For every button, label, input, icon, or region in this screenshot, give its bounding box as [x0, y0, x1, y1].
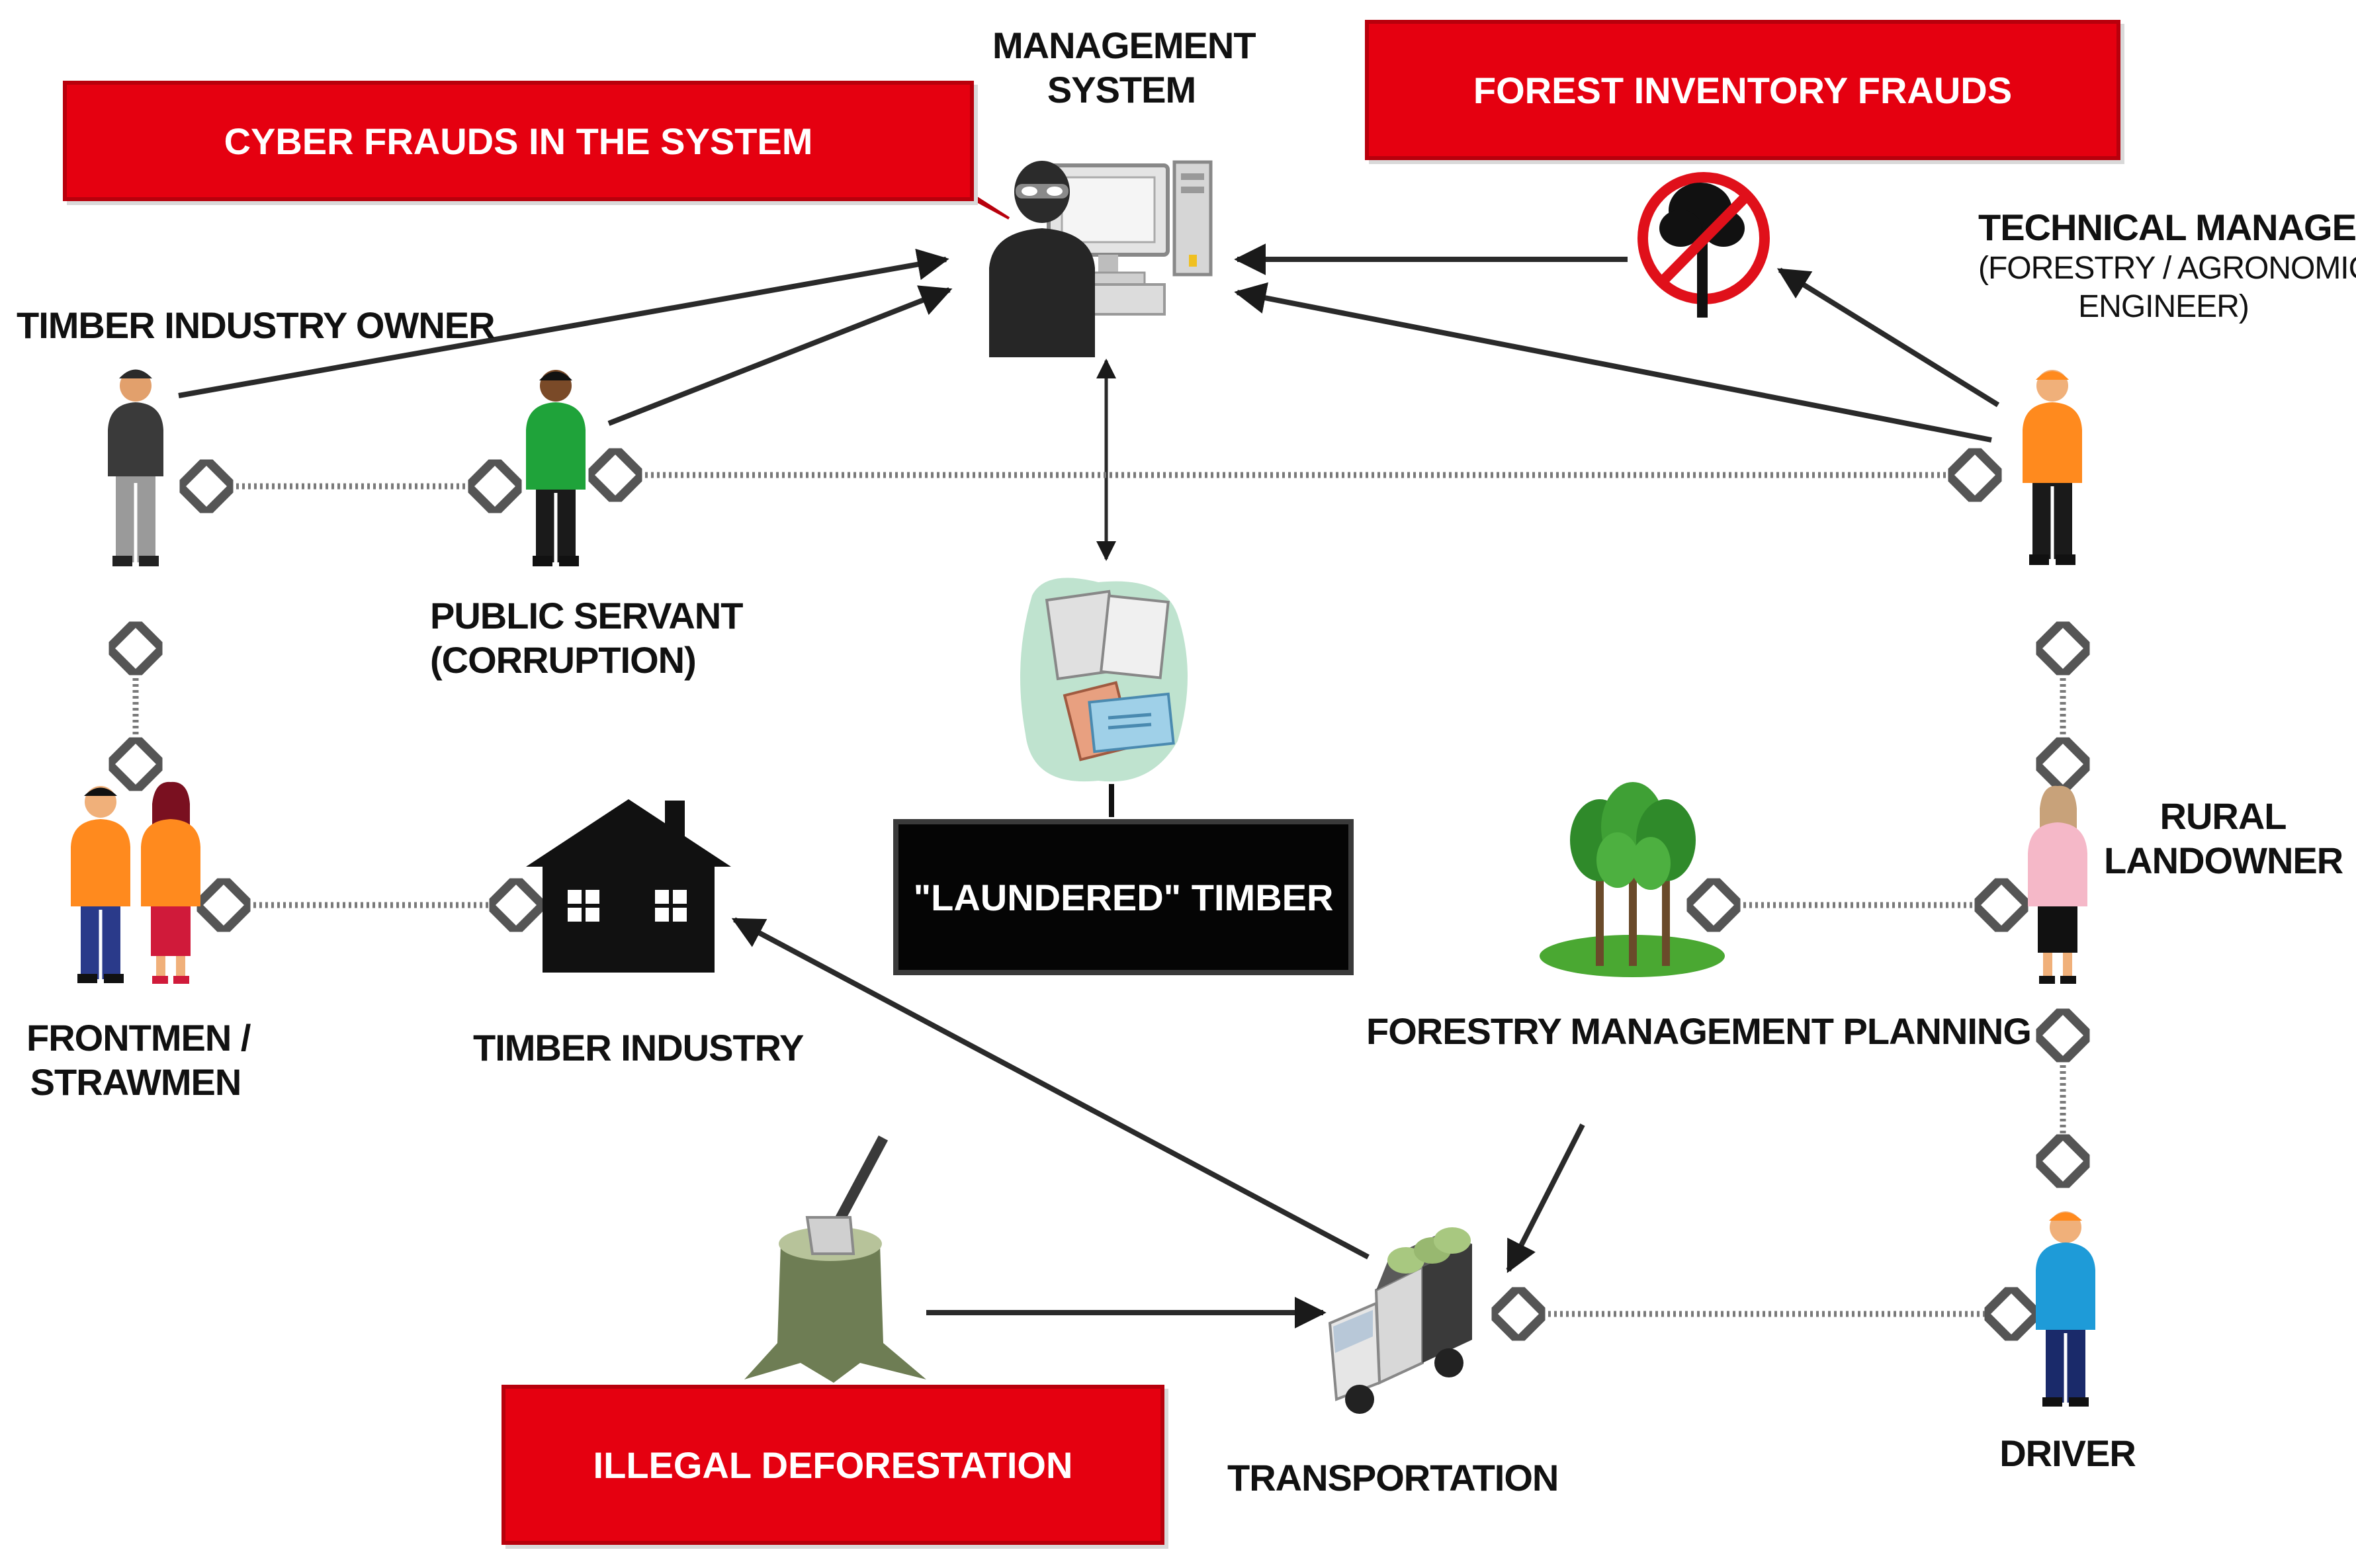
arrow-transport-to-industry: [731, 917, 1370, 1260]
driver-label: DRIVER: [1999, 1432, 2136, 1474]
arrow-tech-to-inventory: [1776, 267, 2000, 408]
technical-manager-label: TECHNICAL MANAGER (FORESTRY / AGRONOMIC …: [1978, 206, 2356, 324]
rural-landowner-label: RURAL LANDOWNER: [2104, 795, 2343, 882]
person-icon: [2028, 785, 2087, 984]
person-icon: [71, 786, 130, 983]
hacker-computer-icon: [989, 160, 1213, 357]
person-icon: [2023, 370, 2082, 565]
house-icon: [526, 799, 731, 973]
cyber-frauds-callout: CYBER FRAUDS IN THE SYSTEM: [63, 81, 974, 201]
transportation-label: TRANSPORTATION: [1227, 1457, 1559, 1499]
timber-industry-label: TIMBER INDUSTRY: [473, 1027, 804, 1068]
cyber-frauds-text: CYBER FRAUDS IN THE SYSTEM: [224, 120, 813, 162]
timber-industry-owner-label: TIMBER INDUSTRY OWNER: [17, 304, 496, 346]
laundered-timber-box: "LAUNDERED" TIMBER: [893, 819, 1354, 975]
person-icon: [141, 781, 200, 984]
dotted-links: [136, 475, 2063, 1314]
forest-inventory-frauds-callout: FOREST INVENTORY FRAUDS: [1365, 20, 2120, 160]
laundered-timber-text: "LAUNDERED" TIMBER: [913, 876, 1334, 918]
forest-inventory-frauds-text: FOREST INVENTORY FRAUDS: [1473, 69, 2013, 111]
illegal-deforestation-text: ILLEGAL DEFORESTATION: [593, 1444, 1073, 1486]
connectors: [178, 243, 2000, 1328]
arrow-planning-to-transport: [1506, 1123, 1585, 1274]
management-system-label: MANAGEMENT SYSTEM: [992, 24, 1256, 111]
arrow-tech-to-system: [1234, 282, 1992, 443]
illegal-deforestation-callout: ILLEGAL DEFORESTATION: [502, 1385, 1164, 1545]
forestry-management-planning-label: FORESTRY MANAGEMENT PLANNING: [1366, 1010, 2032, 1052]
person-icon: [526, 370, 586, 566]
stump-axe-icon: [744, 1135, 926, 1383]
trees-icon: [1540, 782, 1725, 977]
arrow-owner-to-system: [178, 248, 949, 398]
documents-icon: [1020, 578, 1188, 817]
public-servant-label: PUBLIC SERVANT (CORRUPTION): [430, 595, 743, 681]
no-tree-icon: [1637, 172, 1770, 318]
person-icon: [108, 369, 163, 566]
frontmen-strawmen-label: FRONTMEN / STRAWMEN: [26, 1017, 251, 1104]
person-icon: [2036, 1211, 2095, 1407]
arrow-servant-to-system: [607, 285, 953, 426]
truck-icon: [1328, 1227, 1472, 1414]
